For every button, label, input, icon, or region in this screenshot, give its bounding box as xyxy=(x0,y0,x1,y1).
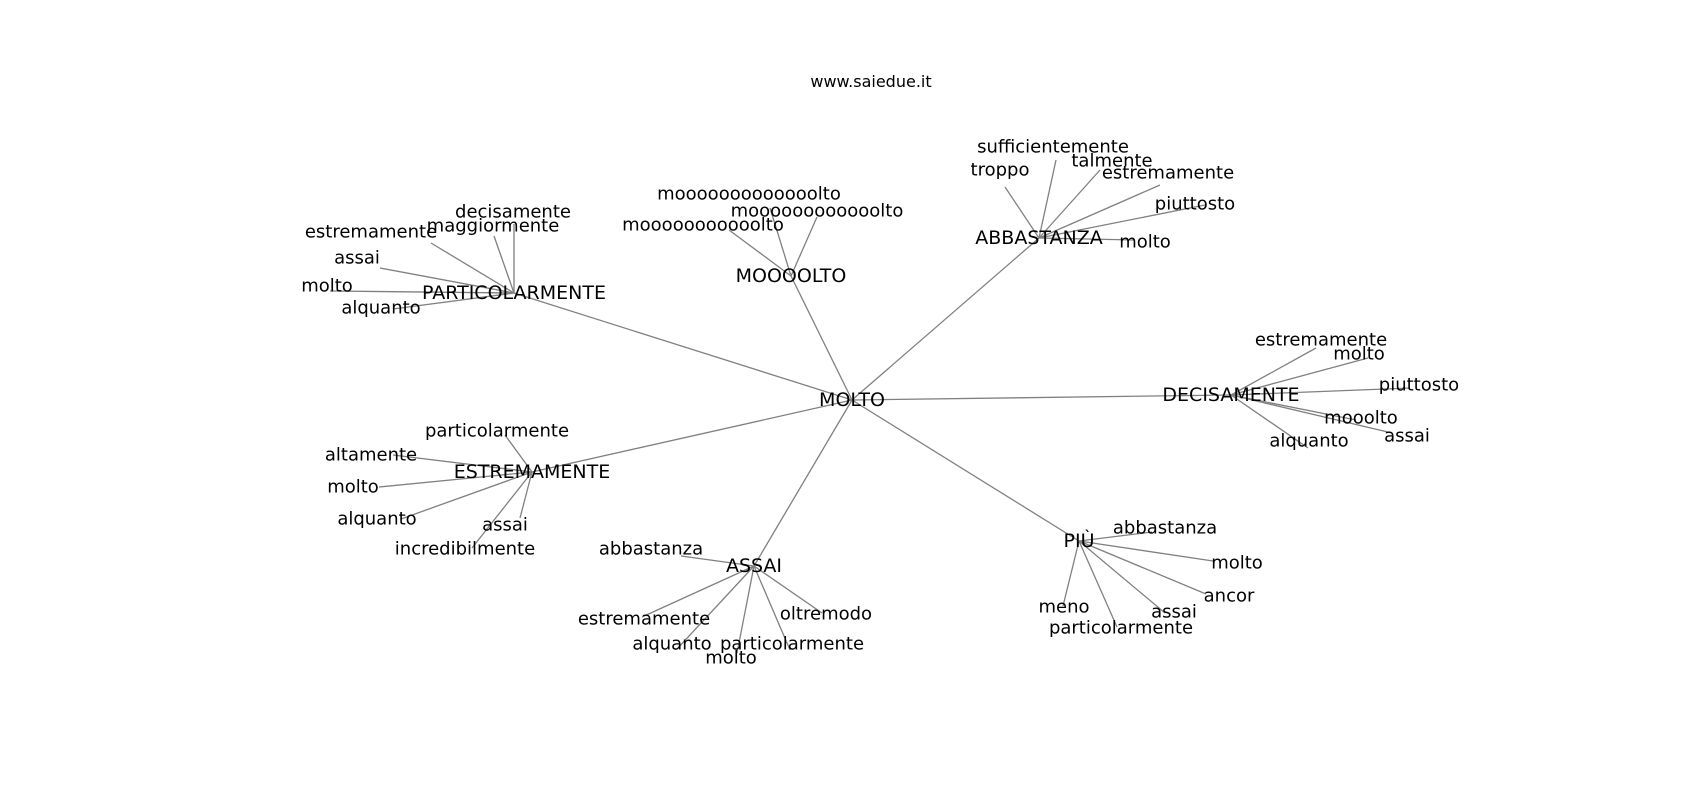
edge-leaf-5-4 xyxy=(753,565,791,651)
edge-root-6 xyxy=(851,399,1080,542)
leaf-node-label: molto xyxy=(301,276,353,297)
edge-leaf-0-4 xyxy=(329,290,515,294)
leaf-node-label: assai xyxy=(1151,602,1197,623)
edge-leaf-2-3 xyxy=(1038,184,1161,239)
edge-leaf-5-5 xyxy=(736,565,755,654)
edge-leaf-2-5 xyxy=(1038,237,1136,241)
edge-leaf-0-1 xyxy=(430,242,515,294)
edge-leaf-4-5 xyxy=(471,471,533,549)
edge-leaf-6-3 xyxy=(1062,540,1080,607)
edge-leaf-6-5 xyxy=(1078,540,1118,628)
edge-leaf-4-0 xyxy=(504,434,533,473)
root-node-label: MOLTO xyxy=(819,389,885,411)
leaf-node-label: particolarmente xyxy=(1049,618,1193,639)
edge-root-5 xyxy=(753,399,853,567)
edge-leaf-3-1 xyxy=(1230,357,1369,396)
leaf-node-label: estremamente xyxy=(1255,330,1387,351)
edge-leaf-4-2 xyxy=(378,471,533,488)
leaf-node-label: molto xyxy=(1119,232,1171,253)
leaf-node-label: abbastanza xyxy=(1113,518,1217,539)
leaf-node-label: mooooooooooolto xyxy=(622,215,784,236)
graph-labels: MOLTO PARTICOLARMENTE decisamente estremame… xyxy=(301,137,1459,669)
edge-leaf-3-4 xyxy=(1230,394,1309,449)
edge-leaf-1-2 xyxy=(728,229,792,277)
leaf-node-label: meno xyxy=(1038,597,1089,618)
edge-leaf-4-1 xyxy=(392,454,533,473)
diagram-title: www.saiedue.it xyxy=(810,72,932,91)
leaf-node-label: particolarmente xyxy=(425,421,569,442)
cluster-node-label: MOOOOLTO xyxy=(736,265,847,287)
leaf-node-label: alquanto xyxy=(1269,431,1348,452)
edge-leaf-5-0 xyxy=(680,555,755,567)
leaf-node-label: alquanto xyxy=(341,298,420,319)
leaf-node-label: molto xyxy=(1211,553,1263,574)
edge-leaf-3-2 xyxy=(1230,387,1411,396)
edge-leaf-4-4 xyxy=(519,471,533,519)
leaf-node-label: mooooooooooooolto xyxy=(657,184,841,205)
leaf-node-label: estremamente xyxy=(578,609,710,630)
edge-root-3 xyxy=(851,394,1232,401)
leaf-node-label: ancor xyxy=(1204,586,1255,607)
leaf-node-label: moooooooooooolto xyxy=(731,201,904,222)
edge-leaf-0-5 xyxy=(392,292,515,310)
leaf-node-label: maggiormente xyxy=(427,216,560,237)
edge-leaf-2-1 xyxy=(1004,186,1040,239)
graph-edges xyxy=(329,159,1411,654)
leaf-node-label: molto xyxy=(1333,344,1385,365)
edge-leaf-5-1 xyxy=(641,565,755,618)
edge-root-2 xyxy=(851,237,1040,401)
edge-leaf-2-4 xyxy=(1038,204,1206,239)
leaf-node-label: piuttosto xyxy=(1379,375,1459,396)
edge-leaf-2-0 xyxy=(1038,159,1057,239)
leaf-node-label: estremamente xyxy=(1102,163,1234,184)
edge-leaf-5-3 xyxy=(676,565,755,650)
leaf-node-label: alquanto xyxy=(632,634,711,655)
leaf-node-label: incredibilmente xyxy=(395,539,535,560)
cluster-node-label: DECISAMENTE xyxy=(1162,384,1299,406)
cluster-node-label: ASSAI xyxy=(726,555,782,577)
leaf-node-label: troppo xyxy=(971,160,1030,181)
leaf-node-label: decisamente xyxy=(455,202,571,223)
leaf-node-label: molto xyxy=(327,477,379,498)
edge-leaf-2-2 xyxy=(1038,169,1101,239)
leaf-node-label: piuttosto xyxy=(1155,194,1235,215)
leaf-node-label: assai xyxy=(1384,426,1430,447)
leaf-node-label: altamente xyxy=(325,445,417,466)
leaf-node-label: particolarmente xyxy=(720,634,864,655)
leaf-node-label: assai xyxy=(482,515,528,536)
leaf-node-label: assai xyxy=(334,248,380,269)
edge-leaf-0-2 xyxy=(493,235,515,294)
leaf-node-label: mooolto xyxy=(1324,408,1398,429)
leaf-node-label: sufficientemente xyxy=(977,137,1129,158)
edge-leaf-1-1 xyxy=(790,216,818,277)
cluster-node-label: PIÙ xyxy=(1064,528,1095,552)
edge-leaf-5-2 xyxy=(753,565,823,614)
cluster-node-label: ABBASTANZA xyxy=(975,227,1102,249)
edge-leaf-3-5 xyxy=(1230,394,1393,434)
edge-leaf-0-3 xyxy=(379,267,515,294)
edge-root-0 xyxy=(513,292,853,401)
leaf-node-label: estremamente xyxy=(305,222,437,243)
cluster-node-label: PARTICOLARMENTE xyxy=(422,282,606,304)
leaf-node-label: talmente xyxy=(1071,151,1152,172)
edge-leaf-6-2 xyxy=(1078,540,1207,595)
edge-leaf-6-4 xyxy=(1078,540,1166,614)
edge-root-4 xyxy=(531,399,853,473)
leaf-node-label: molto xyxy=(705,648,757,669)
leaf-node-label: abbastanza xyxy=(599,539,703,560)
leaf-node-label: alquanto xyxy=(337,509,416,530)
edge-leaf-4-3 xyxy=(400,471,533,520)
edge-leaf-6-0 xyxy=(1078,531,1153,542)
cluster-node-label: ESTREMAMENTE xyxy=(454,461,611,483)
edge-root-1 xyxy=(790,275,853,401)
edge-leaf-1-0 xyxy=(769,207,792,277)
edge-leaf-6-1 xyxy=(1078,540,1214,562)
edge-leaf-3-0 xyxy=(1230,347,1317,396)
leaf-node-label: oltremodo xyxy=(780,604,872,625)
edge-leaf-3-3 xyxy=(1230,394,1357,421)
